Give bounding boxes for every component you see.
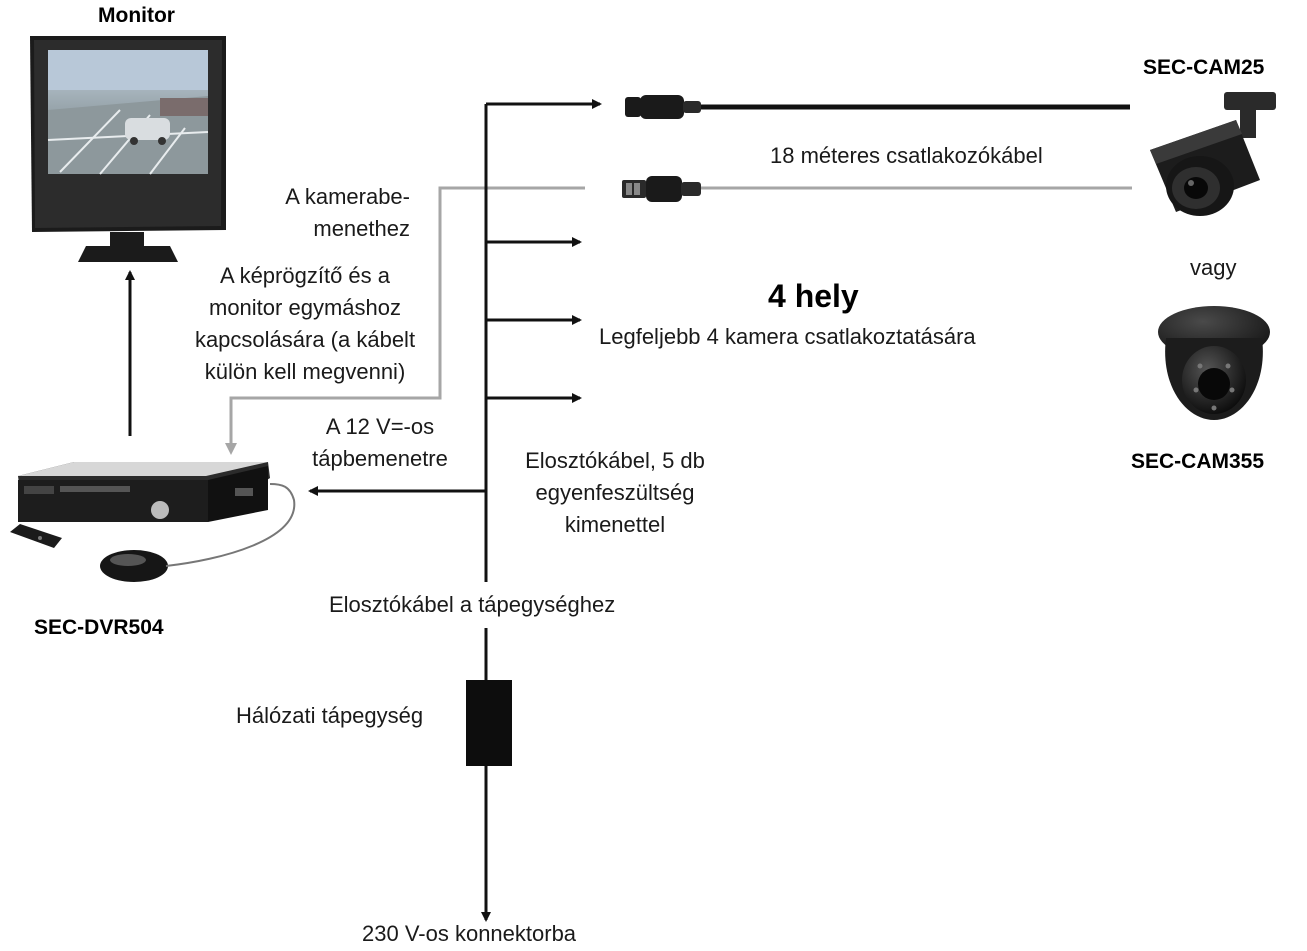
- video-cable: [225, 186, 1132, 455]
- dome-camera-image: [1158, 306, 1270, 420]
- mains-230v-label: 230 V-os konnektorba: [362, 921, 577, 946]
- vagy-label: vagy: [1190, 255, 1237, 280]
- psu-cable-label: Elosztókábel a tápegységhez: [329, 592, 616, 617]
- mains-psu-label: Hálózati tápegység: [236, 703, 424, 728]
- power-supply-block: [466, 680, 512, 766]
- connect-dvr-monitor-label: A képrögzítő és a monitor egymáshoz kapc…: [194, 263, 416, 384]
- power-input-12v-label: A 12 V=-os tápbemenetre: [312, 414, 448, 471]
- dc-connector: [625, 95, 701, 119]
- cable-18m-label: 18 méteres csatlakozókábel: [770, 143, 1043, 168]
- bnc-connector: [622, 176, 701, 202]
- power-distribution: [308, 99, 602, 922]
- cam25-label: SEC-CAM25: [1143, 56, 1265, 79]
- max-cameras-label: Legfeljebb 4 kamera csatlakoztatására: [599, 324, 976, 349]
- monitor-label: Monitor: [98, 4, 175, 27]
- bullet-camera-image: [1150, 92, 1276, 216]
- cam355-label: SEC-CAM355: [1131, 450, 1265, 473]
- four-places-label: 4 hely: [768, 278, 859, 314]
- dvr-image: [10, 462, 296, 582]
- distribution-cable-label: Elosztókábel, 5 db egyenfeszültség kimen…: [525, 448, 705, 537]
- camera-input-label: A kamerabe- menethez: [285, 184, 410, 241]
- monitor-image: [30, 36, 226, 262]
- dvr-label: SEC-DVR504: [34, 616, 164, 639]
